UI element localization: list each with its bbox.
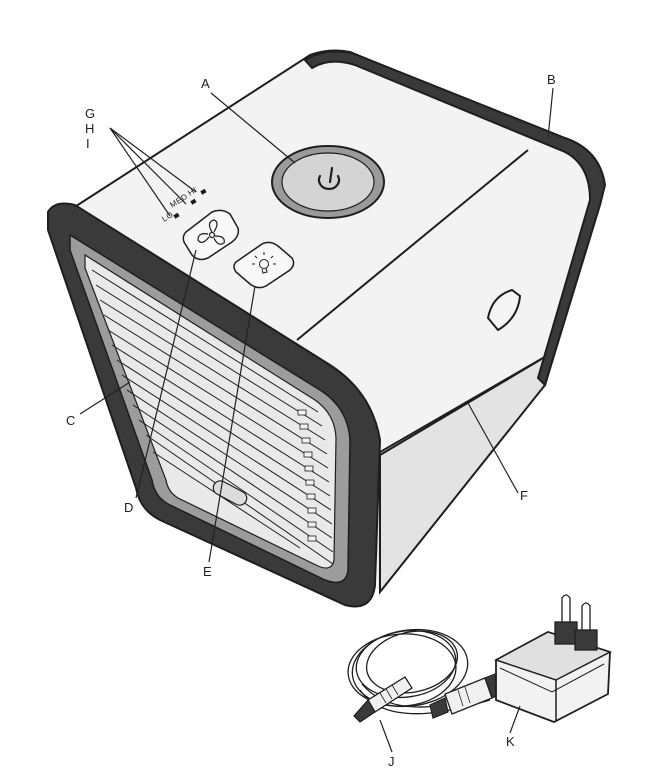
callout-J: J xyxy=(388,754,395,769)
louvres xyxy=(91,269,334,565)
fan-icon xyxy=(197,219,225,245)
power-button[interactable] xyxy=(271,145,385,219)
callout-F: F xyxy=(520,488,528,503)
callout-E: E xyxy=(203,564,212,579)
callout-K: K xyxy=(506,734,515,749)
light-button[interactable] xyxy=(233,241,295,289)
led-med xyxy=(190,198,197,205)
callout-B: B xyxy=(547,72,556,87)
led-lo xyxy=(173,212,180,219)
callout-G: G xyxy=(85,106,95,121)
leader-K xyxy=(509,705,521,734)
callout-letters: A B C D E F G H I J K xyxy=(66,72,556,769)
louvre-tabs xyxy=(297,409,317,542)
light-bulb-icon xyxy=(252,252,276,274)
led-hi xyxy=(200,188,207,195)
leader-D xyxy=(135,249,197,499)
air-cooler-unit: HI MED LO xyxy=(47,49,607,608)
coiled-cable xyxy=(347,628,491,715)
barrel-plug xyxy=(353,676,413,723)
power-icon xyxy=(317,166,341,191)
adapter-prongs xyxy=(554,594,598,651)
callout-H: H xyxy=(85,121,94,136)
callout-D: D xyxy=(124,500,133,515)
leader-F xyxy=(467,402,519,494)
leader-J xyxy=(379,719,393,753)
speed-label-hi: HI xyxy=(186,185,198,197)
front-grille xyxy=(84,253,337,569)
leader-B xyxy=(547,87,554,139)
wall-adapter xyxy=(494,594,612,723)
fan-speed-button[interactable] xyxy=(182,209,240,261)
power-adapter-assembly xyxy=(347,594,612,723)
usb-connector xyxy=(429,671,507,719)
leader-G xyxy=(109,127,197,193)
back-frame xyxy=(303,50,607,387)
leader-C xyxy=(79,381,131,415)
callout-I: I xyxy=(86,136,90,151)
side-latch xyxy=(486,288,522,332)
leader-H xyxy=(109,127,187,205)
leader-E xyxy=(208,285,256,563)
leader-A xyxy=(210,92,296,164)
leader-I xyxy=(109,127,171,217)
callout-C: C xyxy=(66,413,75,428)
callout-A: A xyxy=(201,76,210,91)
top-seam-line xyxy=(296,149,529,341)
leader-lines xyxy=(79,87,554,753)
